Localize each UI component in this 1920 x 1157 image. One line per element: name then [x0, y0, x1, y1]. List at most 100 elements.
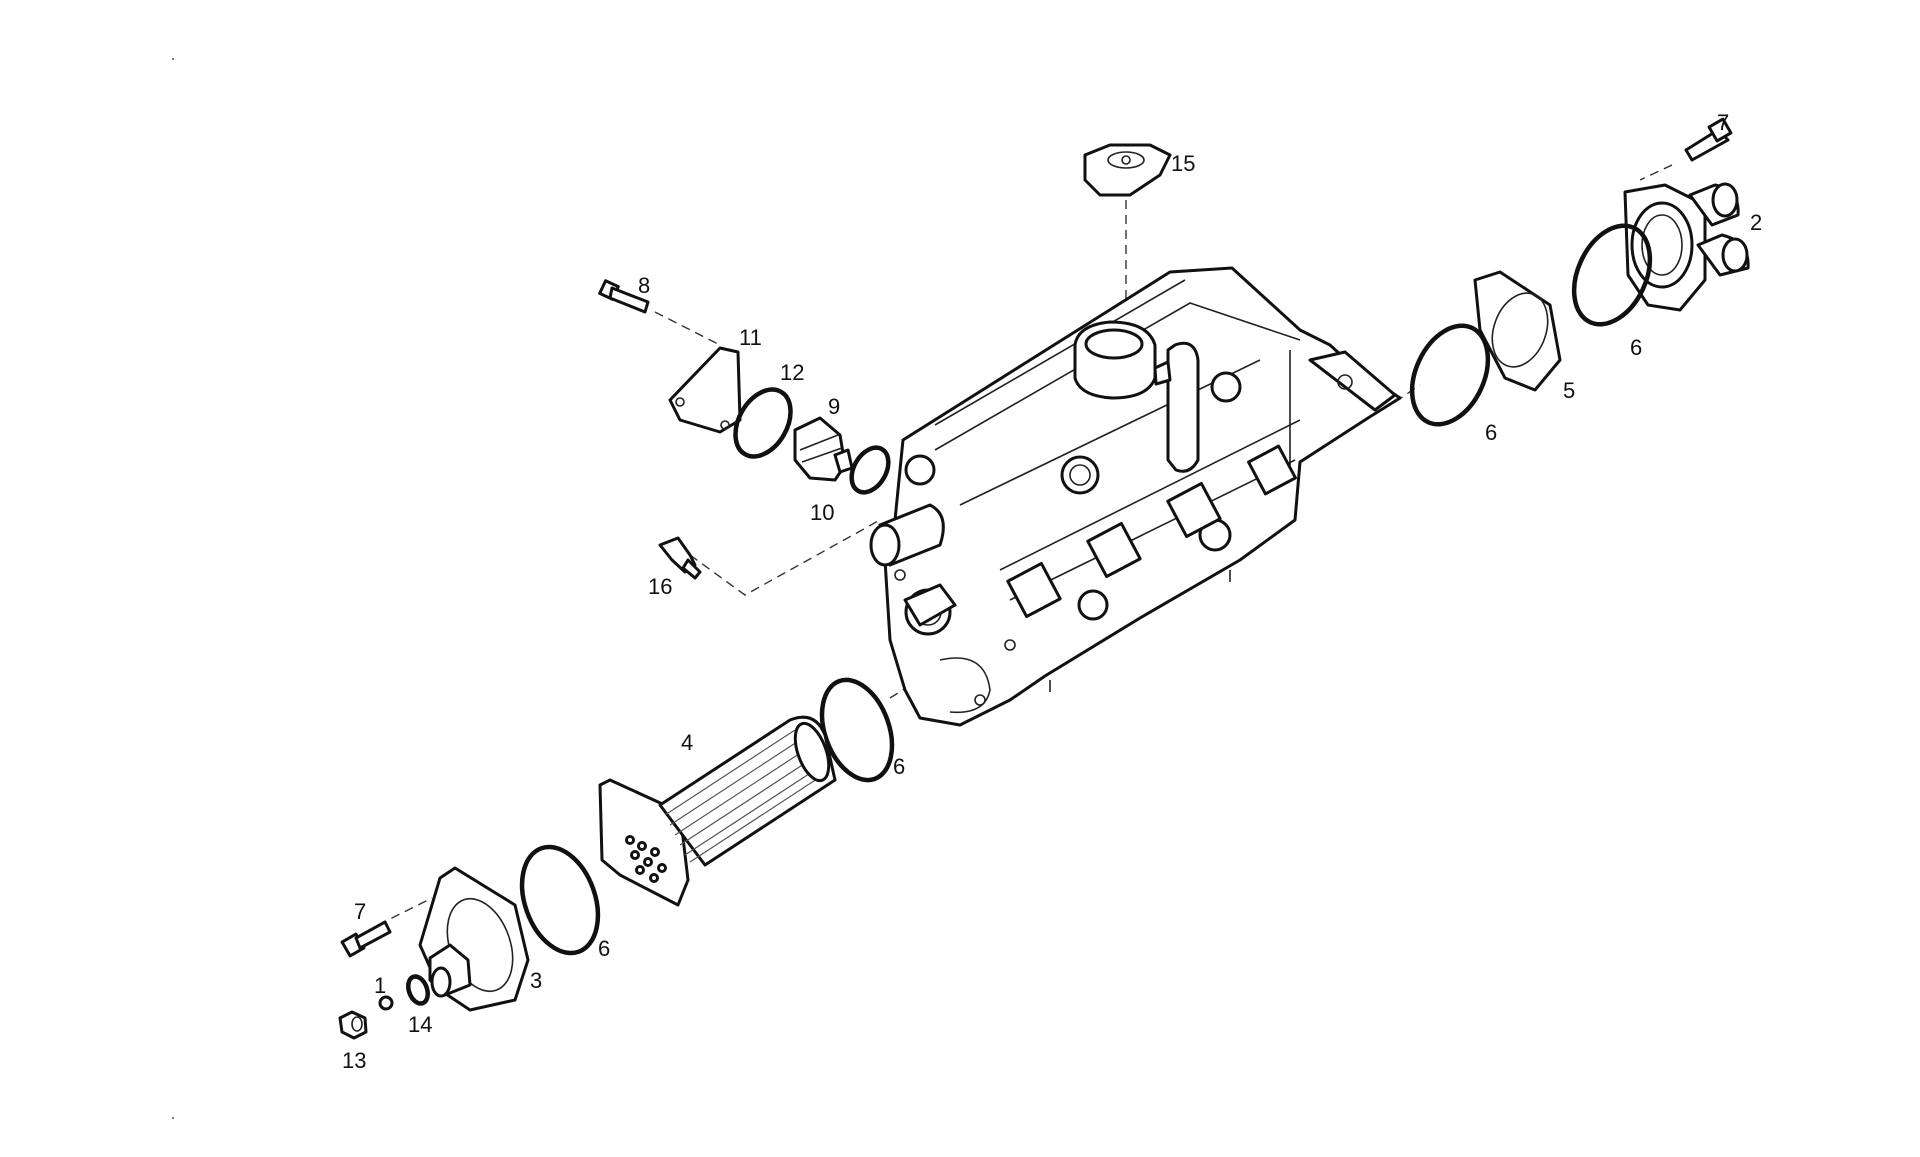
callout-2: 2 [1750, 210, 1762, 235]
filler-neck-opening [1084, 328, 1144, 360]
elbow-bore-inner [1641, 214, 1683, 276]
insert-fins [664, 729, 821, 863]
valve-ball [378, 995, 394, 1011]
thermostat [793, 416, 854, 482]
sensor-thread [681, 558, 702, 580]
callout-12: 12 [780, 360, 804, 385]
housing-body [883, 266, 1402, 727]
housing-top-face [934, 302, 1301, 451]
temperature-sensor [658, 536, 702, 580]
o-ring-right-outer [1571, 223, 1653, 327]
o-ring-lower [519, 844, 601, 956]
thermostat-ribs [799, 434, 843, 463]
callout-8: 8 [638, 273, 650, 298]
cap-top-ring [1107, 151, 1145, 169]
callout-6: 6 [893, 754, 905, 779]
insert-tube [637, 841, 647, 851]
insert-tube [643, 857, 653, 867]
bolt-head [1707, 117, 1733, 143]
callout-16: 16 [648, 574, 672, 599]
leader-oring-to-block [889, 669, 936, 699]
insert-tube [649, 873, 659, 883]
cap-body [1083, 143, 1172, 197]
pressure-cap [1083, 143, 1172, 197]
scan-speck [172, 1117, 174, 1119]
elbow-pipe-upper-end [1711, 182, 1739, 218]
callout-1: 1 [374, 973, 386, 998]
callout-9: 9 [828, 394, 840, 419]
callout-14: 14 [408, 1012, 432, 1037]
bolt-hole [974, 694, 986, 706]
vent-nipple [1153, 360, 1172, 386]
vent-tube [1166, 341, 1200, 473]
o-ring-small [849, 445, 891, 495]
cooler-insert [598, 715, 837, 907]
gasket-opening [1491, 292, 1549, 368]
port-window [1006, 561, 1062, 619]
housing-mid-edge [959, 359, 1261, 506]
housing-feet [1049, 570, 1231, 692]
callout-11: 11 [739, 325, 762, 350]
plug-thread [351, 1016, 363, 1032]
port-window [1086, 521, 1142, 579]
housing-flange-edge [999, 419, 1301, 571]
callout-6: 6 [1630, 335, 1642, 360]
callout-6: 6 [1485, 420, 1497, 445]
callout-7: 7 [1717, 110, 1729, 135]
elbow-pipe-lower-end [1721, 237, 1749, 273]
side-boss-upper [1060, 455, 1100, 495]
cooler-housing [869, 266, 1402, 727]
housing-lower-edge [1009, 459, 1296, 601]
callout-4: 4 [681, 730, 693, 755]
callout-10: 10 [810, 500, 834, 525]
bolt-shank [608, 286, 650, 314]
bolt-8 [598, 279, 650, 314]
bolt-lower-left [340, 920, 392, 958]
leader-bolt8-to-plate [654, 311, 721, 346]
insert-core [658, 715, 837, 867]
insert-tube [657, 863, 667, 873]
insert-tube [650, 847, 660, 857]
port-window [1247, 444, 1297, 496]
gasket-right [1473, 270, 1562, 392]
left-top-boss [904, 454, 936, 486]
callout-5: 5 [1563, 378, 1575, 403]
leader-bolt7-to-cover [377, 897, 433, 926]
leader-bolt7-to-elbow [1639, 164, 1673, 181]
o-ring-thermostat [733, 387, 793, 459]
callout-labels: 15 7 2 6 5 6 8 11 12 9 10 16 6 4 6 3 7 1… [342, 110, 1762, 1073]
gasket-plate [1473, 270, 1562, 392]
callout-13: 15 [1171, 151, 1195, 176]
plate-hole [675, 397, 685, 407]
bolt-hole [1004, 639, 1016, 651]
bolt-top-right [1684, 117, 1733, 162]
seal-ring [406, 974, 430, 1006]
left-lower-port-flange [903, 583, 957, 627]
bolt-hole [894, 569, 906, 581]
callout-6: 6 [598, 936, 610, 961]
insert-tube [625, 835, 635, 845]
insert-far-end [793, 721, 831, 783]
housing-top-ridge [934, 279, 1186, 426]
lug-hole [1337, 374, 1353, 390]
bolt-shank [354, 920, 392, 950]
insert-tube [630, 850, 640, 860]
side-boss-lower [1077, 589, 1109, 621]
leader-sensor-to-block [689, 519, 881, 596]
drain-port [430, 966, 452, 998]
scan-speck [172, 58, 174, 60]
callout-3: 3 [530, 968, 542, 993]
insert-tube [635, 865, 645, 875]
plate-hole [720, 420, 730, 430]
o-ring-right-inner [1409, 323, 1491, 427]
callout-7: 7 [354, 899, 366, 924]
thermostat-cover-plate [668, 346, 742, 434]
drain-plug [338, 1010, 368, 1040]
end-cover [418, 866, 530, 1012]
left-upper-pipe-end [869, 523, 901, 567]
thermostat-stem [833, 448, 854, 474]
side-boss-upper-bore [1069, 464, 1091, 486]
callout-15: 13 [342, 1048, 366, 1073]
insert-bore [939, 657, 991, 714]
